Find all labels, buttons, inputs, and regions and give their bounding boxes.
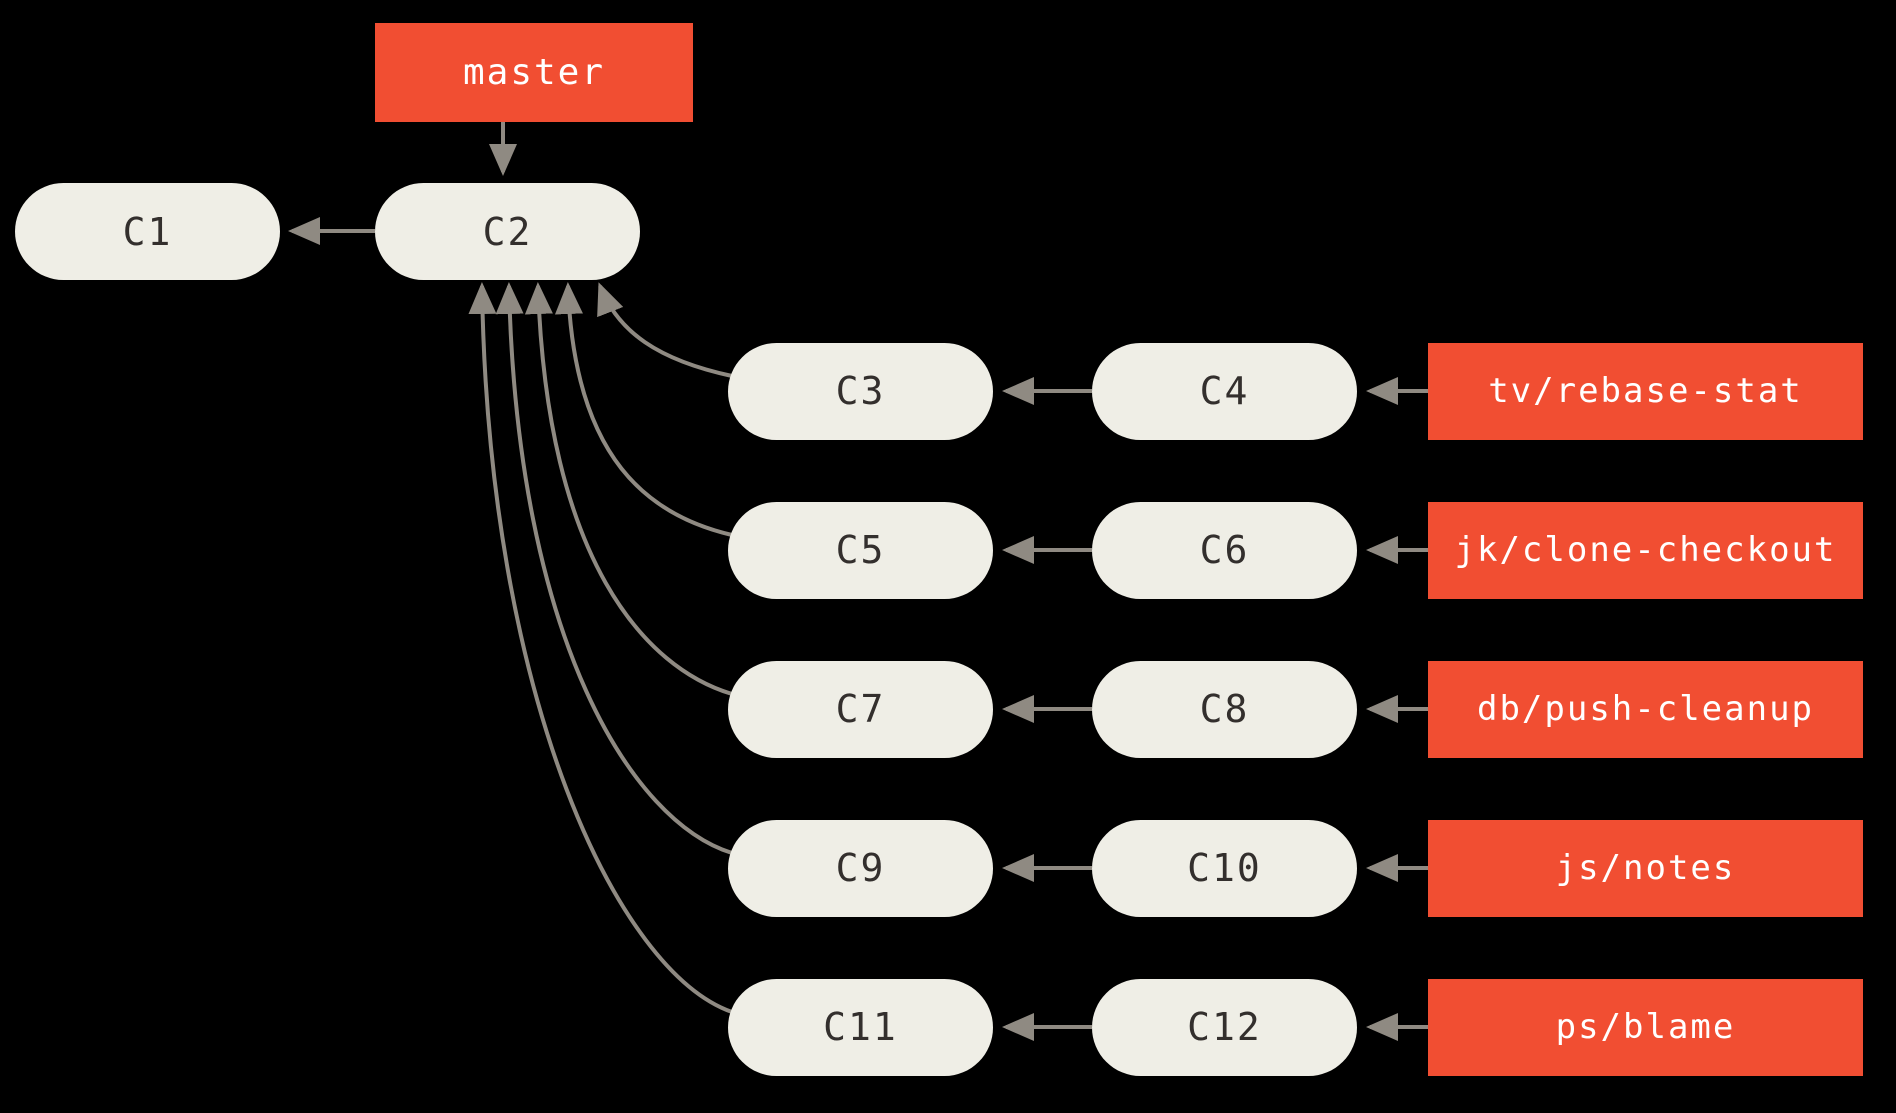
commit-node-c10: C10 (1092, 819, 1357, 917)
branch-label-ps-blame: ps/blame (1428, 978, 1863, 1076)
branch-label-js-notes: js/notes (1428, 819, 1863, 917)
commit-node-c2: C2 (375, 183, 640, 280)
arrow-c11-to-c2-icon (468, 282, 733, 1014)
commit-node-c12: C12 (1092, 978, 1357, 1076)
branch-label-master: master (375, 23, 693, 122)
arrow-c7-to-c2-icon (524, 282, 733, 696)
arrow-c3-to-c2-icon (597, 282, 733, 378)
branch-label-tv-rebase-stat: tv/rebase-stat (1428, 342, 1863, 440)
base-arrows (288, 122, 517, 245)
branch-label-jk-clone-checkout: jk/clone-checkout (1428, 501, 1863, 599)
commit-node-c7: C7 (728, 660, 993, 758)
branch-label-db-push-cleanup: db/push-cleanup (1428, 660, 1863, 758)
arrow-c9-to-c2-icon (495, 282, 733, 855)
commit-node-c6: C6 (1092, 501, 1357, 599)
commit-node-c1: C1 (15, 183, 280, 280)
commit-node-c4: C4 (1092, 342, 1357, 440)
arrow-c5-to-c2-icon (554, 282, 733, 537)
commit-node-c8: C8 (1092, 660, 1357, 758)
commit-node-c3: C3 (728, 342, 993, 440)
commit-node-c11: C11 (728, 978, 993, 1076)
commit-node-c5: C5 (728, 501, 993, 599)
branch-arrows (468, 282, 1428, 1041)
commit-node-c9: C9 (728, 819, 993, 917)
